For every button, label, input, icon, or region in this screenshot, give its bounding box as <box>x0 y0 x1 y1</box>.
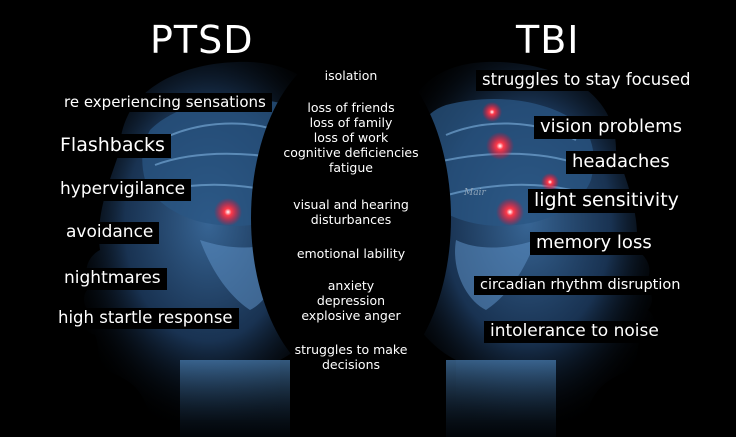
shared-symptom: explosive anger <box>301 308 401 323</box>
ptsd-heading: PTSD <box>150 18 254 62</box>
shared-group-isolation: isolation <box>256 68 446 83</box>
ptsd-symptom-label: Flashbacks <box>54 134 171 158</box>
shared-group-mood: anxiety depression explosive anger <box>256 278 446 323</box>
shared-symptom: loss of work <box>313 130 389 145</box>
tbi-symptom-label: vision problems <box>534 116 689 139</box>
shared-symptom: fatigue <box>329 160 373 175</box>
tbi-symptom-label: headaches <box>566 151 676 174</box>
tbi-heading: TBI <box>516 18 580 62</box>
shared-symptom: disturbances <box>310 212 392 227</box>
shared-symptom: emotional lability <box>296 246 406 261</box>
shared-symptom: anxiety <box>327 278 375 293</box>
shared-symptom: loss of friends <box>307 100 395 115</box>
shared-group-sensory: visual and hearing disturbances <box>256 197 446 227</box>
tbi-symptom-label: light sensitivity <box>528 189 685 213</box>
shared-group-losses: loss of friends loss of family loss of w… <box>256 100 446 175</box>
shared-symptom: cognitive deficiencies <box>283 145 419 160</box>
tbi-symptom-label: struggles to stay focused <box>476 70 697 91</box>
shared-group-decisions: struggles to make decisions <box>256 342 446 372</box>
ptsd-symptom-label: re experiencing sensations <box>58 93 272 113</box>
shared-symptom: isolation <box>324 68 378 83</box>
shared-symptoms: isolation loss of friends loss of family… <box>256 56 446 381</box>
ptsd-symptom-label: high startle response <box>52 308 239 329</box>
shared-symptom: decisions <box>321 357 381 372</box>
shared-symptom: depression <box>316 293 386 308</box>
tbi-symptom-label: memory loss <box>530 232 658 255</box>
artist-watermark: Mair <box>464 188 486 198</box>
tbi-symptom-label: intolerance to noise <box>484 321 665 343</box>
shared-symptom: struggles to make <box>294 342 408 357</box>
shared-symptoms-ellipse <box>251 48 451 388</box>
shared-symptom: visual and hearing <box>293 197 409 212</box>
ptsd-symptom-label: nightmares <box>58 268 167 290</box>
ptsd-symptom-label: avoidance <box>60 222 160 244</box>
ptsd-symptom-label: hypervigilance <box>54 179 192 201</box>
shared-symptom: loss of family <box>309 115 393 130</box>
shared-group-emotional: emotional lability <box>256 246 446 261</box>
tbi-symptom-label: circadian rhythm disruption <box>474 276 687 295</box>
